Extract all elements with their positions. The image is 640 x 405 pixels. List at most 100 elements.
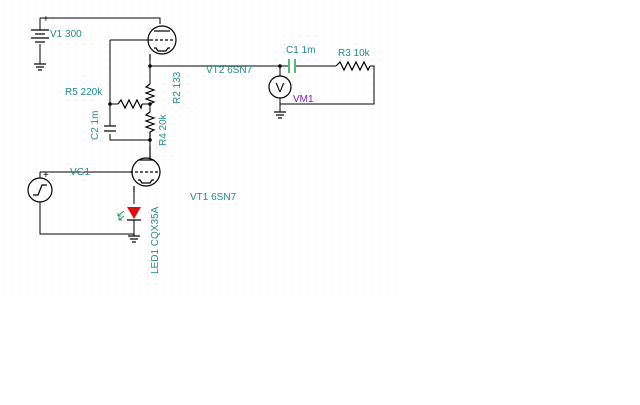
grid-dot: [284, 84, 285, 85]
grid-dot: [292, 148, 293, 149]
grid-dot: [4, 4, 5, 5]
grid-dot: [44, 228, 45, 229]
grid-dot: [180, 252, 181, 253]
grid-dot: [188, 156, 189, 157]
grid-dot: [332, 36, 333, 37]
v1-battery[interactable]: [31, 29, 49, 43]
grid-dot: [260, 292, 261, 293]
grid-dot: [340, 292, 341, 293]
grid-dot: [332, 228, 333, 229]
vm1-voltmeter[interactable]: V: [268, 75, 292, 99]
grid-dot: [244, 164, 245, 165]
grid-dot: [124, 180, 125, 181]
grid-dot: [356, 268, 357, 269]
grid-dot: [116, 60, 117, 61]
grid-dot: [244, 60, 245, 61]
grid-dot: [300, 36, 301, 37]
v1-plus-mark: +: [43, 14, 49, 25]
grid-dot: [356, 140, 357, 141]
grid-dot: [372, 228, 373, 229]
grid-dot: [220, 44, 221, 45]
grid-dot: [52, 148, 53, 149]
grid-dot: [84, 36, 85, 37]
grid-dot: [124, 164, 125, 165]
grid-dot: [108, 116, 109, 117]
vt1-tube[interactable]: [130, 146, 161, 192]
grid-dot: [196, 276, 197, 277]
grid-dot: [212, 188, 213, 189]
grid-dot: [236, 220, 237, 221]
grid-dot: [244, 212, 245, 213]
grid-dot: [340, 268, 341, 269]
grid-dot: [124, 28, 125, 29]
grid-dot: [236, 180, 237, 181]
r5-resistor[interactable]: [117, 98, 143, 110]
r4-resistor[interactable]: [144, 111, 156, 140]
grid-dot: [340, 84, 341, 85]
grid-dot: [324, 156, 325, 157]
grid-dot: [364, 164, 365, 165]
grid-dot: [60, 60, 61, 61]
grid-dot: [300, 68, 301, 69]
led1-diode[interactable]: [117, 207, 141, 221]
grid-dot: [116, 220, 117, 221]
grid-dot: [308, 164, 309, 165]
grid-dot: [356, 132, 357, 133]
grid-dot: [284, 100, 285, 101]
grid-dot: [20, 188, 21, 189]
grid-dot: [372, 108, 373, 109]
grid-dot: [132, 284, 133, 285]
grid-dot: [220, 36, 221, 37]
grid-dot: [220, 148, 221, 149]
grid-dot: [308, 132, 309, 133]
grid-dot: [164, 236, 165, 237]
grid-dot: [132, 244, 133, 245]
grid-dot: [100, 140, 101, 141]
grid-dot: [20, 60, 21, 61]
grid-dot: [148, 4, 149, 5]
c1-capacitor[interactable]: [288, 59, 296, 73]
grid-dot: [236, 292, 237, 293]
grid-dot: [372, 212, 373, 213]
grid-dot: [36, 180, 37, 181]
grid-dot: [116, 228, 117, 229]
grid-dot: [68, 212, 69, 213]
grid-dot: [276, 244, 277, 245]
grid-dot: [316, 60, 317, 61]
vg1-generator[interactable]: [27, 177, 53, 203]
grid-dot: [268, 44, 269, 45]
grid-dot: [76, 52, 77, 53]
grid-dot: [236, 36, 237, 37]
grid-dot: [212, 244, 213, 245]
grid-dot: [276, 268, 277, 269]
grid-dot: [252, 36, 253, 37]
vt2-label: VT2 6SN7: [206, 65, 253, 76]
grid-dot: [260, 244, 261, 245]
grid-dot: [284, 116, 285, 117]
grid-dot: [140, 52, 141, 53]
grid-dot: [356, 4, 357, 5]
grid-dot: [364, 228, 365, 229]
grid-dot: [204, 28, 205, 29]
grid-dot: [68, 196, 69, 197]
grid-dot: [156, 164, 157, 165]
grid-dot: [236, 236, 237, 237]
grid-dot: [164, 172, 165, 173]
c2-capacitor[interactable]: [104, 125, 116, 132]
grid-dot: [164, 220, 165, 221]
grid-dot: [236, 164, 237, 165]
grid-dot: [236, 124, 237, 125]
grid-dot: [332, 124, 333, 125]
grid-dot: [60, 124, 61, 125]
grid-dot: [60, 180, 61, 181]
grid-dot: [92, 92, 93, 93]
r3-resistor[interactable]: [335, 60, 371, 72]
vt2-tube[interactable]: [147, 25, 177, 60]
grid-dot: [108, 92, 109, 93]
grid-dot: [252, 172, 253, 173]
r2-resistor[interactable]: [144, 83, 156, 105]
grid-dot: [244, 252, 245, 253]
grid-dot: [348, 132, 349, 133]
grid-dot: [396, 276, 397, 277]
